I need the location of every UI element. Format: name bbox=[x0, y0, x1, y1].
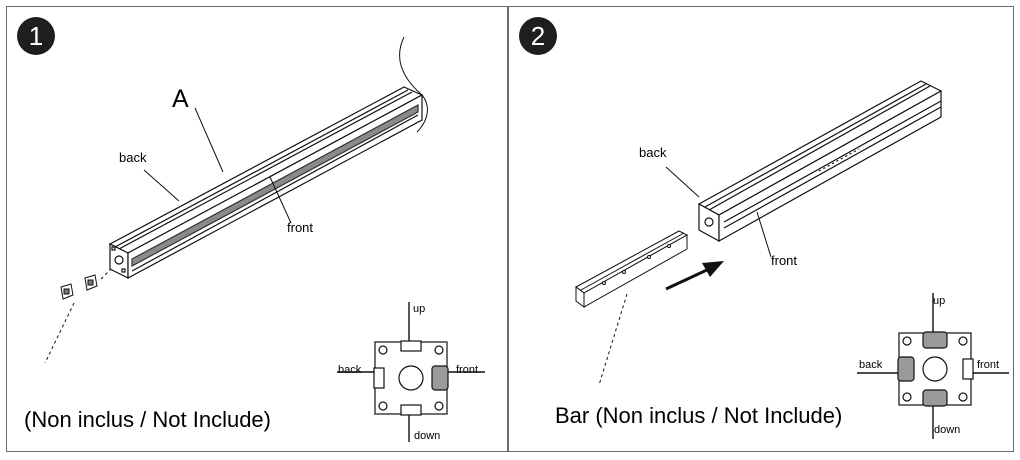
step-2-panel: 2 bbox=[508, 6, 1014, 452]
part-label-a: A bbox=[172, 85, 189, 113]
t-nut-1 bbox=[60, 283, 74, 300]
aluminum-profile-a bbox=[108, 36, 428, 280]
leader-front-2 bbox=[756, 211, 772, 258]
leader-back-2 bbox=[665, 166, 700, 198]
section-back-label: back bbox=[338, 364, 362, 376]
leader-front bbox=[269, 176, 292, 224]
dashed-guide-3 bbox=[598, 293, 628, 386]
label-front-2: front bbox=[771, 253, 798, 268]
extrusion-drawing-1 bbox=[44, 36, 485, 442]
connector-bar bbox=[575, 230, 689, 308]
step-1-badge: 1 bbox=[17, 17, 55, 55]
caption-bar-not-included: Bar (Non inclus / Not Include) bbox=[555, 403, 843, 428]
cross-section-1 bbox=[337, 302, 485, 442]
leader-a bbox=[194, 107, 224, 173]
cross-section-2 bbox=[857, 293, 1009, 439]
section-up-label: up bbox=[413, 303, 426, 315]
insert-arrow-icon bbox=[665, 261, 724, 291]
section-down-label: down bbox=[414, 430, 441, 442]
step-1-panel: 1 bbox=[6, 6, 508, 452]
label-back-2: back bbox=[639, 145, 667, 160]
label-front: front bbox=[287, 220, 314, 235]
extrusion-drawing-2 bbox=[575, 80, 1009, 439]
leader-back bbox=[143, 169, 180, 202]
t-nut-2 bbox=[84, 274, 98, 291]
dashed-guide-2 bbox=[44, 302, 75, 364]
label-back: back bbox=[119, 150, 147, 165]
section-front-label: front bbox=[456, 364, 479, 376]
section-up-label-2: up bbox=[933, 295, 946, 307]
aluminum-profile bbox=[697, 80, 943, 243]
caption-not-included: (Non inclus / Not Include) bbox=[24, 407, 271, 432]
section-back-label-2: back bbox=[859, 359, 883, 371]
section-front-label-2: front bbox=[977, 359, 1000, 371]
section-down-label-2: down bbox=[934, 424, 961, 436]
dashed-guide-1 bbox=[100, 268, 112, 280]
step-2-badge: 2 bbox=[519, 17, 557, 55]
